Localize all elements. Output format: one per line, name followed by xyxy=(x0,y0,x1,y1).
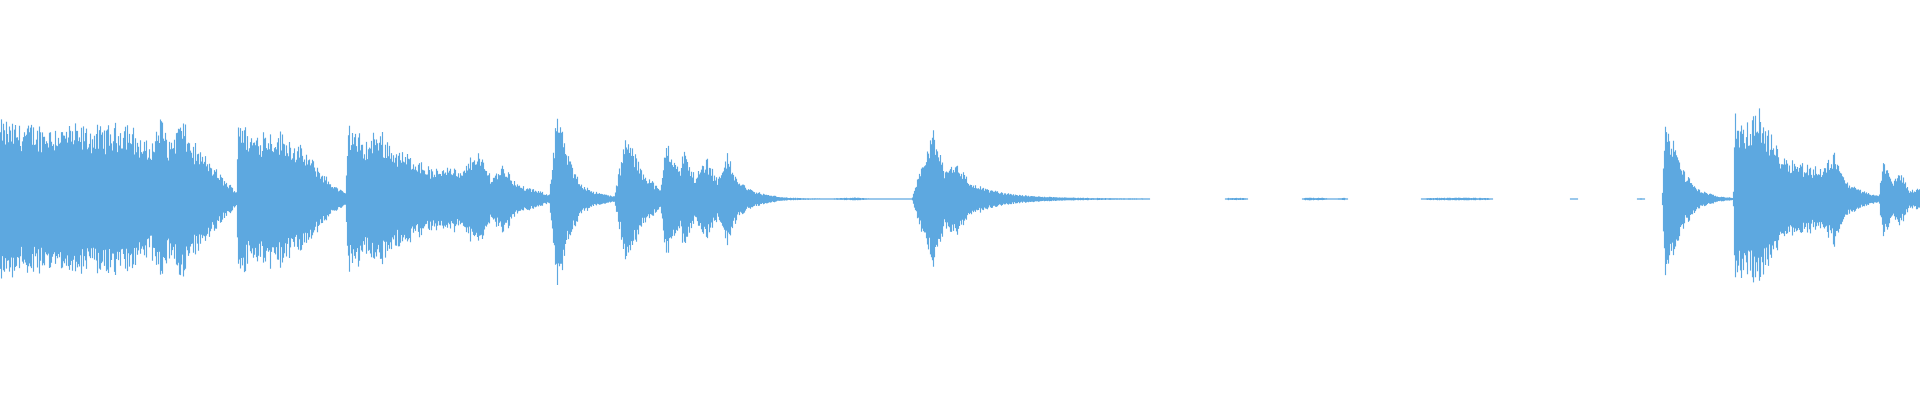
waveform-path xyxy=(0,108,1920,285)
waveform-bars xyxy=(0,108,1920,285)
